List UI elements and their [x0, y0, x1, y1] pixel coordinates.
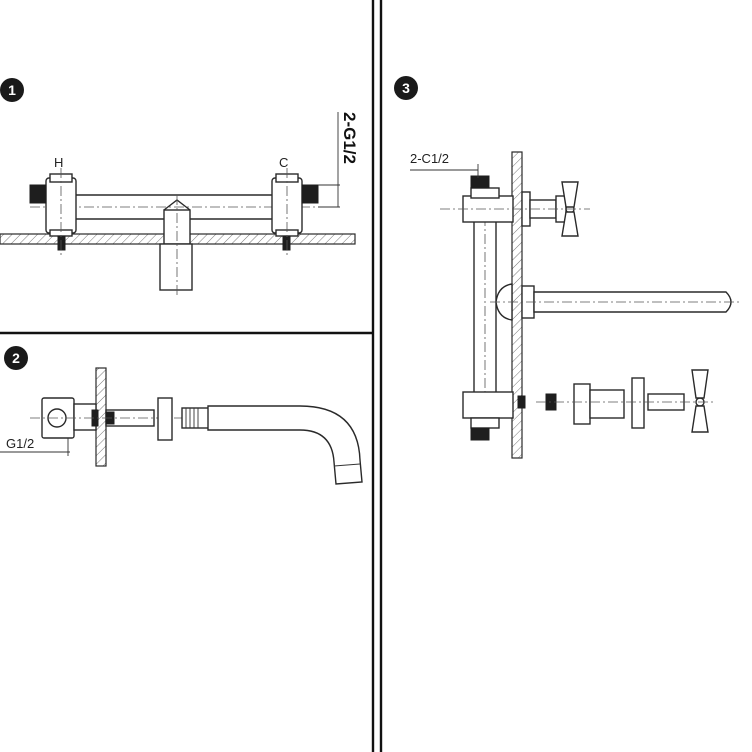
- connection-size-label-1: 2-G1/2: [340, 112, 359, 164]
- connection-size-label-3: 2-C1/2: [410, 151, 449, 166]
- exploded-handle-assembly: [536, 369, 716, 433]
- step-3-number: 3: [402, 80, 410, 96]
- step-1-badge: 1: [0, 78, 24, 102]
- panel-step-3: 3: [394, 76, 740, 459]
- panel-dividers: [0, 0, 383, 752]
- cold-label: C: [279, 155, 288, 170]
- dimension-connection-2: [0, 438, 70, 456]
- hot-label: H: [54, 155, 63, 170]
- vertical-manifold: [473, 199, 497, 409]
- panel-step-1: 1: [0, 78, 359, 296]
- spout-flange: [157, 397, 173, 441]
- bottom-valve-body: [462, 391, 526, 441]
- connection-size-label-2: G1/2: [6, 436, 34, 451]
- step-1-number: 1: [8, 82, 16, 98]
- wall-spout: [490, 283, 740, 321]
- top-valve-body: [440, 175, 590, 237]
- hot-valve-body: [29, 168, 77, 255]
- center-outlet: [159, 195, 193, 296]
- dimension-connection-3: [410, 164, 479, 178]
- panel-step-2: 2 G1/2: [0, 346, 363, 485]
- cold-valve-body: [271, 168, 319, 255]
- dimension-connection-1: [318, 112, 340, 208]
- spout-connector: [181, 407, 211, 429]
- step-3-badge: 3: [394, 76, 418, 100]
- curved-spout: [207, 405, 363, 485]
- spout-valve-body: [30, 397, 340, 439]
- step-2-badge: 2: [4, 346, 28, 370]
- step-2-number: 2: [12, 350, 20, 366]
